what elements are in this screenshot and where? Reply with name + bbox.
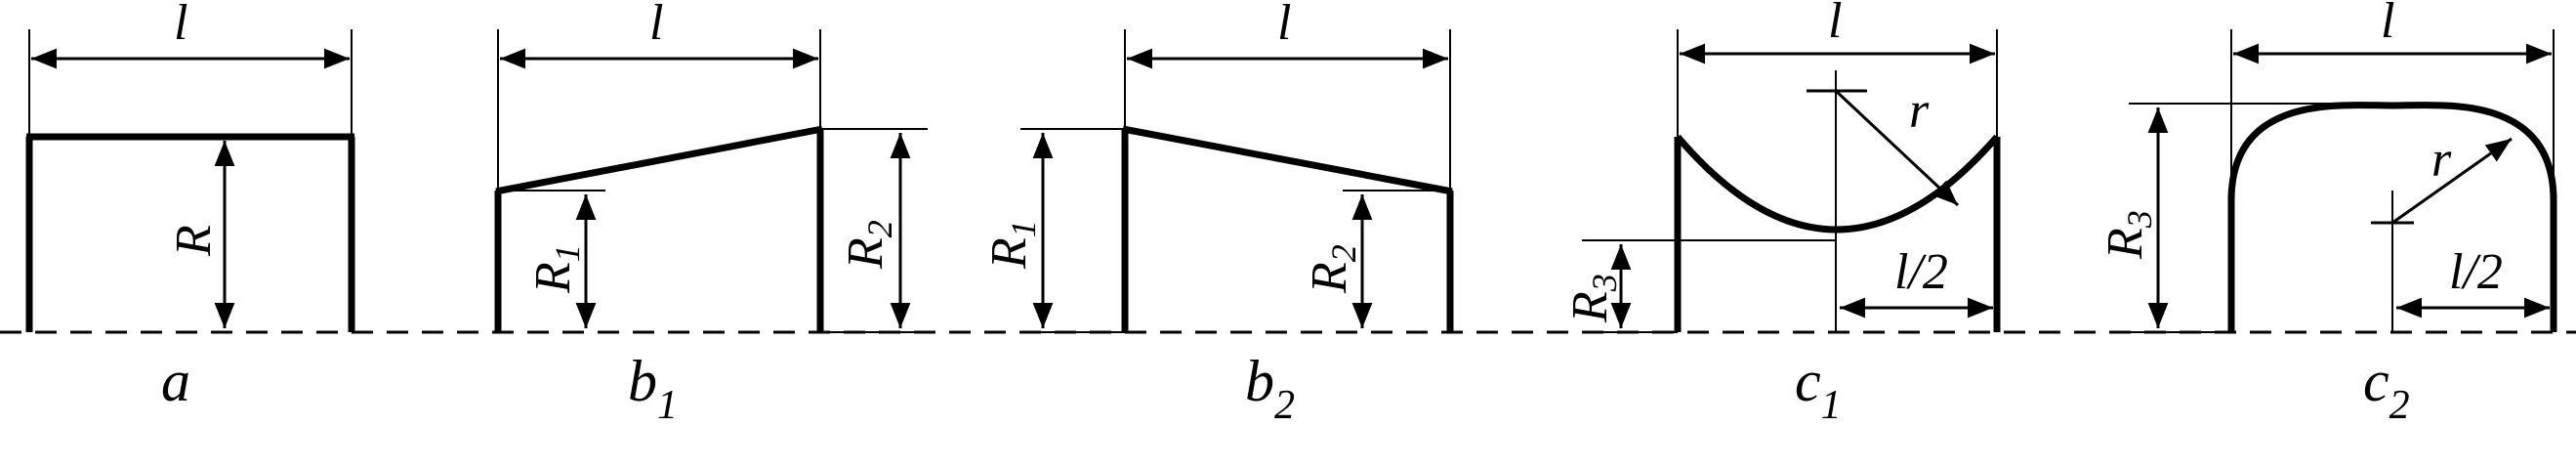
diagram-c1: l r l/2 R3 c1: [1562, 0, 2001, 428]
caption-b2: b2: [1245, 349, 1295, 428]
caption-c1: c1: [1795, 349, 1842, 428]
width-label-l: l: [1277, 0, 1291, 51]
caption-c2: c2: [2363, 349, 2410, 428]
label-R2: R2: [1302, 244, 1363, 294]
roof-convex-arc: [2227, 102, 2557, 201]
label-half-width: l/2: [1894, 244, 1948, 300]
diagram-a: l R a: [25, 0, 355, 413]
roof-concave-arc: [1675, 134, 2000, 234]
width-label-l: l: [1828, 0, 1842, 49]
label-R2: R2: [838, 220, 899, 270]
diagram-c2: l r l/2 R3 c2: [2098, 0, 2557, 428]
diagram-b2: l R1 R2 b2: [981, 0, 1454, 428]
width-label-l: l: [649, 0, 663, 51]
label-r: r: [2431, 132, 2452, 188]
label-R3: R3: [1562, 274, 1624, 323]
label-R3: R3: [2098, 210, 2159, 260]
diagram-b1: l R1 R2 b1: [494, 0, 928, 428]
label-R1: R1: [981, 220, 1043, 270]
label-r: r: [1909, 83, 1930, 139]
roof-sloped: [1122, 125, 1453, 195]
radius-arrow: [2391, 137, 2513, 225]
width-label-l: l: [2381, 0, 2394, 49]
caption-a: a: [161, 349, 190, 413]
roof-sloped: [495, 125, 823, 195]
label-half-width: l/2: [2449, 244, 2503, 300]
radius-arrow: [1834, 89, 1960, 207]
width-label-l: l: [174, 0, 187, 51]
label-R1: R1: [525, 244, 587, 294]
caption-b1: b1: [628, 349, 678, 428]
label-R: R: [166, 225, 222, 257]
